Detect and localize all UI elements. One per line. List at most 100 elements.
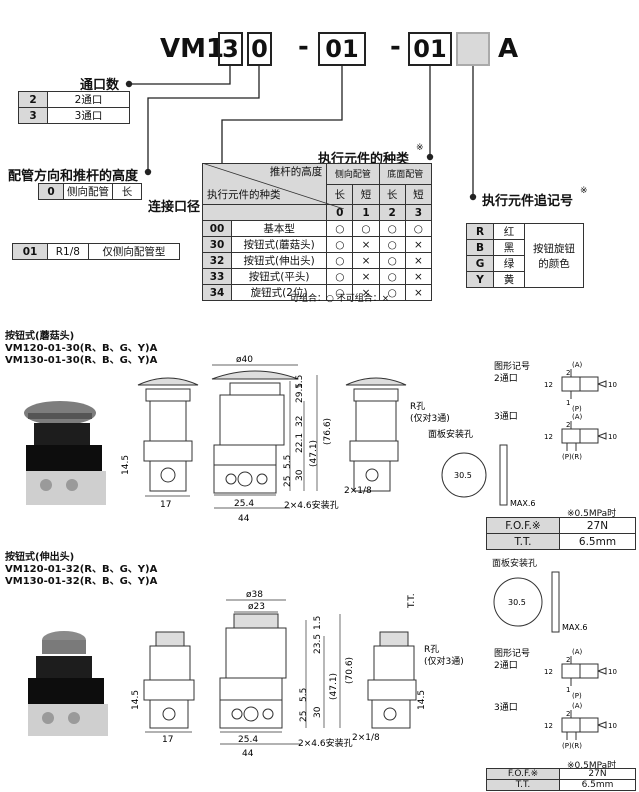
symbol-3port-graphic bbox=[561, 421, 607, 451]
dim-1-5: 1.5 bbox=[295, 375, 305, 389]
code-dash-1: - bbox=[298, 32, 309, 62]
table-row: F.O.F.※ 27N bbox=[486, 768, 637, 780]
actuator-table-wrap: 推杆的高度 执行元件的种类 侧向配管 底面配管 长 短 长 短 0 1 2 3 … bbox=[201, 163, 433, 301]
product2-model-1: VM120-01-32(R、B、G、Y)A bbox=[5, 564, 158, 575]
product1-model-1: VM120-01-30(R、B、G、Y)A bbox=[5, 343, 158, 354]
dim-70-6: (70.6) bbox=[345, 657, 355, 684]
product1-header: 按钮式(蘑菇头) VM120-01-30(R、B、G、Y)A VM130-01-… bbox=[5, 331, 157, 367]
table-row: 01 R1/8 仅侧向配管型 bbox=[12, 243, 181, 260]
dim-diameter-40: ø40 bbox=[236, 355, 253, 365]
ports-title: 通口数 bbox=[80, 78, 120, 93]
table-row: Y 黄 bbox=[466, 271, 584, 288]
symbol-2port: 2通口 bbox=[494, 660, 518, 671]
panel-hole-circle bbox=[441, 452, 487, 498]
dim-76-6: (76.6) bbox=[323, 418, 333, 445]
product1-name: 按钮式(蘑菇头) bbox=[5, 331, 75, 342]
product1-pressure-note: ※0.5MPa时 bbox=[567, 509, 617, 519]
code-dash-2: - bbox=[390, 32, 401, 62]
symbol-2port-graphic bbox=[561, 656, 607, 686]
svg-text:2: 2 bbox=[566, 369, 570, 377]
table-row: 0 侧向配管 长 bbox=[38, 183, 142, 200]
svg-text:1: 1 bbox=[566, 686, 570, 694]
table-row: B 黑 bbox=[466, 239, 584, 256]
dim-17: 17 bbox=[162, 735, 173, 745]
svg-text:10: 10 bbox=[608, 433, 617, 441]
code-prefix: VM1 bbox=[160, 34, 225, 64]
r-hole: R孔 bbox=[424, 644, 439, 655]
symbol-3port: 3通口 bbox=[494, 411, 518, 422]
product1-front-view bbox=[137, 377, 199, 492]
code-connection-box: 01 bbox=[318, 32, 366, 66]
suffix-table: R 红 按钮旋钮的颜色 B 黑 G 绿 Y 黄 bbox=[466, 223, 584, 288]
product2-side-view bbox=[219, 613, 287, 729]
svg-text:10: 10 bbox=[608, 668, 617, 676]
product2-drawing: ø38 ø23 44 25.4 17 14.5 14.5 (70.6) (47.… bbox=[28, 590, 617, 759]
actuator-note-mark: ※ bbox=[416, 143, 424, 153]
actuator-table-diagonal bbox=[202, 163, 344, 209]
suffix-note-mark: ※ bbox=[580, 186, 588, 196]
symbol-2port-graphic bbox=[561, 369, 607, 399]
product2-panel-hole: 30.5 MAX.6 bbox=[493, 571, 588, 633]
svg-text:(A): (A) bbox=[572, 702, 583, 710]
svg-text:12: 12 bbox=[544, 668, 553, 676]
table-row: 0 1 2 3 bbox=[201, 204, 433, 221]
table-row: G 绿 bbox=[466, 255, 584, 272]
pipe-title: 配管方向和推杆的高度 bbox=[8, 169, 139, 184]
svg-text:(A): (A) bbox=[572, 413, 583, 421]
table-row: 30 按钮式(蘑菇头) ○ × ○ × bbox=[202, 236, 433, 253]
product2-dim-lines bbox=[145, 599, 341, 745]
actuator-table: 推杆的高度 执行元件的种类 侧向配管 底面配管 长 短 长 短 0 1 2 3 … bbox=[201, 163, 433, 301]
product1-model-2: VM130-01-30(R、B、G、Y)A bbox=[5, 355, 158, 366]
table-row: 长 短 长 短 bbox=[203, 183, 433, 205]
r-hole-note: (仅对3通) bbox=[424, 655, 464, 667]
dim-14-5-right: 14.5 bbox=[417, 690, 427, 710]
table-row: 34 旋钮式(2位) ○ × ○ × bbox=[202, 284, 433, 301]
table-row: T.T. 6.5mm bbox=[486, 533, 637, 550]
dim-25-4: 25.4 bbox=[234, 499, 254, 509]
product1-drawing: ø40 44 25.4 17 14.5 (76.6) (47.1) 32 22.… bbox=[24, 355, 617, 524]
push-rod-header: 推杆的高度 bbox=[269, 166, 323, 178]
product2-pressure-note: ※0.5MPa时 bbox=[567, 761, 617, 771]
dim-44: 44 bbox=[238, 514, 250, 524]
table-row: F.O.F.※ 27N bbox=[486, 517, 637, 534]
suffix-title: 执行元件追记号 bbox=[482, 194, 574, 209]
dim-17: 17 bbox=[160, 500, 171, 510]
symbol-title: 图形记号 bbox=[494, 647, 530, 659]
dim-14-5: 14.5 bbox=[121, 455, 131, 475]
symbol-3port: 3通口 bbox=[494, 702, 518, 713]
symbol-title: 图形记号 bbox=[494, 360, 530, 372]
r-hole: R孔 bbox=[410, 401, 425, 412]
svg-text:2: 2 bbox=[566, 656, 570, 664]
dim-22-1: 22.1 bbox=[295, 433, 305, 453]
r-hole-note: (仅对3通) bbox=[410, 412, 450, 424]
dim-25: 25 bbox=[299, 711, 309, 722]
code-pipe-box: 0 bbox=[247, 32, 272, 66]
product1-dim-lines bbox=[145, 364, 318, 509]
product2-photo bbox=[28, 631, 108, 736]
svg-text:10: 10 bbox=[608, 381, 617, 389]
svg-text:MAX.6: MAX.6 bbox=[562, 623, 588, 632]
leader-lines bbox=[125, 66, 477, 206]
dim-47-1: (47.1) bbox=[309, 440, 319, 467]
dim-47-1: (47.1) bbox=[329, 673, 339, 700]
symbol-3port-graphic bbox=[561, 710, 607, 740]
dim-tt: T.T. bbox=[407, 593, 417, 609]
mounting-holes: 2×4.6安装孔 bbox=[284, 499, 339, 511]
svg-text:12: 12 bbox=[544, 433, 553, 441]
svg-text:12: 12 bbox=[544, 722, 553, 730]
table-row: T.T. 6.5mm bbox=[486, 779, 637, 791]
svg-text:(P)(R): (P)(R) bbox=[562, 742, 582, 750]
svg-text:1: 1 bbox=[566, 399, 570, 407]
pipe-table: 0 侧向配管 长 bbox=[38, 183, 142, 200]
svg-text:12: 12 bbox=[544, 381, 553, 389]
dim-30: 30 bbox=[295, 469, 305, 481]
svg-text:(A): (A) bbox=[572, 648, 583, 656]
dim-diameter-23: ø23 bbox=[248, 602, 265, 612]
connection-title: 连接口径 bbox=[148, 200, 201, 215]
suffix-merged-cell: 按钮旋钮的颜色 bbox=[524, 223, 584, 288]
product2-model-2: VM130-01-32(R、B、G、Y)A bbox=[5, 576, 158, 587]
product1-photo bbox=[24, 401, 106, 505]
mounting-holes: 2×4.6安装孔 bbox=[298, 737, 353, 749]
svg-text:(P): (P) bbox=[572, 405, 582, 413]
connection-table: 01 R1/8 仅侧向配管型 bbox=[12, 243, 181, 260]
